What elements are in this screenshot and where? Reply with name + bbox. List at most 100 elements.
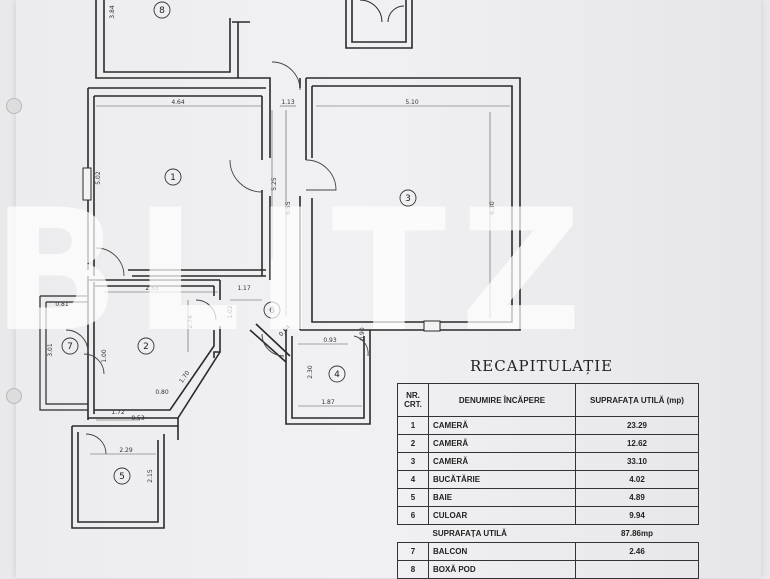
dimension-label: 0.93 bbox=[323, 337, 337, 344]
door-arc bbox=[95, 247, 125, 277]
room-number: 2 bbox=[143, 342, 149, 352]
wall-room-4 bbox=[285, 330, 371, 425]
window-mark bbox=[82, 167, 92, 201]
door-arc bbox=[229, 159, 263, 193]
row-nr: 6 bbox=[397, 506, 429, 525]
row-area: 4.89 bbox=[575, 488, 699, 507]
row-name: BOXĂ POD bbox=[428, 560, 576, 579]
dimension-label: 0.64 bbox=[278, 324, 293, 339]
table-row: 2 CAMERĂ 12.62 bbox=[397, 434, 699, 453]
dimension-label: 1.02 bbox=[227, 305, 234, 319]
punch-hole bbox=[6, 388, 22, 404]
door-arc bbox=[85, 433, 107, 455]
row-name: CAMERĂ bbox=[428, 434, 576, 453]
table-row: 1 CAMERĂ 23.29 bbox=[397, 416, 699, 435]
table-row: 4 BUCĂTĂRIE 4.02 bbox=[397, 470, 699, 489]
dimension-label: 5.25 bbox=[271, 177, 278, 191]
row-nr: 8 bbox=[397, 560, 429, 579]
dimension-label: 1.17 bbox=[237, 285, 251, 292]
dimension-label: 2.53 bbox=[145, 285, 159, 292]
room-number: 8 bbox=[159, 6, 165, 16]
dimension-label: 5.10 bbox=[405, 99, 419, 106]
header-nr: NR. CRT. bbox=[397, 383, 429, 417]
punch-hole bbox=[6, 98, 22, 114]
table-row: 6 CULOAR 9.94 bbox=[397, 506, 699, 525]
row-name: CAMERĂ bbox=[428, 452, 576, 471]
row-nr: 4 bbox=[397, 470, 429, 489]
room-number: 4 bbox=[334, 370, 340, 380]
wall-room-5 bbox=[71, 418, 179, 529]
room-circle bbox=[113, 467, 131, 485]
dimension-label: 0.53 bbox=[131, 415, 145, 422]
row-nr: 5 bbox=[397, 488, 429, 507]
total-label: SUPRAFAȚA UTILĂ bbox=[428, 524, 576, 543]
wall-small-top bbox=[345, 0, 413, 49]
room-circle bbox=[153, 1, 171, 19]
room-circle bbox=[328, 365, 346, 383]
door-arc bbox=[195, 299, 217, 321]
header-area: SUPRAFAȚA UTILĂ (mp) bbox=[575, 383, 699, 417]
room-circle bbox=[164, 168, 182, 186]
dimension-label: 1.13 bbox=[281, 99, 295, 106]
row-area: 12.62 bbox=[575, 434, 699, 453]
room-circle bbox=[399, 189, 417, 207]
table-row: 7 BALCON 2.46 bbox=[397, 542, 699, 561]
row-area bbox=[575, 560, 699, 579]
row-nr: 7 bbox=[397, 542, 429, 561]
dimension-label: 1.72 bbox=[111, 409, 125, 416]
row-area: 4.02 bbox=[575, 470, 699, 489]
room-number: 6 bbox=[269, 306, 275, 316]
row-nr: 2 bbox=[397, 434, 429, 453]
dimension-label: 2.30 bbox=[307, 365, 314, 379]
recap-header-row: NR. CRT. DENUMIRE ÎNCĂPERE SUPRAFAȚA UTI… bbox=[397, 383, 699, 417]
row-area: 23.29 bbox=[575, 416, 699, 435]
door-arc bbox=[305, 159, 337, 191]
row-area: 33.10 bbox=[575, 452, 699, 471]
door-arc bbox=[83, 353, 105, 375]
dimension-label: 1.00 bbox=[101, 349, 108, 363]
dimension-label: 2.74 bbox=[187, 315, 194, 329]
row-name: BUCĂTĂRIE bbox=[428, 470, 576, 489]
row-name: BAIE bbox=[428, 488, 576, 507]
window-mark bbox=[423, 320, 441, 332]
room-circle bbox=[263, 301, 281, 319]
row-nr: 1 bbox=[397, 416, 429, 435]
room-number: 5 bbox=[119, 472, 125, 482]
row-nr: 3 bbox=[397, 452, 429, 471]
table-row: 8 BOXĂ POD bbox=[397, 560, 699, 579]
total-row: SUPRAFAȚA UTILĂ 87.86mp bbox=[397, 524, 699, 543]
wall-room-3 bbox=[299, 77, 521, 331]
room-number: 3 bbox=[405, 194, 411, 204]
wall-corridor-lower bbox=[249, 323, 291, 363]
header-name: DENUMIRE ÎNCĂPERE bbox=[428, 383, 576, 417]
dimension-label: 1.87 bbox=[321, 399, 335, 406]
wall-room-1 bbox=[87, 87, 271, 280]
dimension-label: 0.90 bbox=[359, 327, 366, 341]
recap-title: RECAPITULAȚIE bbox=[470, 357, 614, 375]
recap-table: NR. CRT. DENUMIRE ÎNCĂPERE SUPRAFAȚA UTI… bbox=[397, 383, 699, 579]
door-arc bbox=[65, 329, 89, 353]
dimension-label: 2.15 bbox=[147, 469, 154, 483]
dimension-label: 3.84 bbox=[109, 5, 116, 19]
table-row: 5 BAIE 4.89 bbox=[397, 488, 699, 507]
row-name: CAMERĂ bbox=[428, 416, 576, 435]
door-arc bbox=[271, 61, 301, 91]
dimension-label: 6.30 bbox=[489, 201, 496, 215]
row-area: 9.94 bbox=[575, 506, 699, 525]
table-row: 3 CAMERĂ 33.10 bbox=[397, 452, 699, 471]
dimension-label: 5.02 bbox=[95, 171, 102, 185]
room-circle bbox=[137, 337, 155, 355]
wall-upper-corridor bbox=[238, 77, 301, 88]
room-circle bbox=[61, 337, 79, 355]
wall-room-8 bbox=[95, 0, 250, 79]
row-area: 2.46 bbox=[575, 542, 699, 561]
total-value: 87.86mp bbox=[575, 524, 699, 543]
dimension-label: 3.01 bbox=[47, 343, 54, 357]
dimension-label: 0.81 bbox=[55, 301, 69, 308]
wall-balcony-7 bbox=[39, 295, 88, 411]
dimension-label: 0.80 bbox=[155, 389, 169, 396]
dimension-label: 2.29 bbox=[119, 447, 133, 454]
door-arc bbox=[353, 335, 369, 357]
dimension-label: 4.64 bbox=[171, 99, 185, 106]
